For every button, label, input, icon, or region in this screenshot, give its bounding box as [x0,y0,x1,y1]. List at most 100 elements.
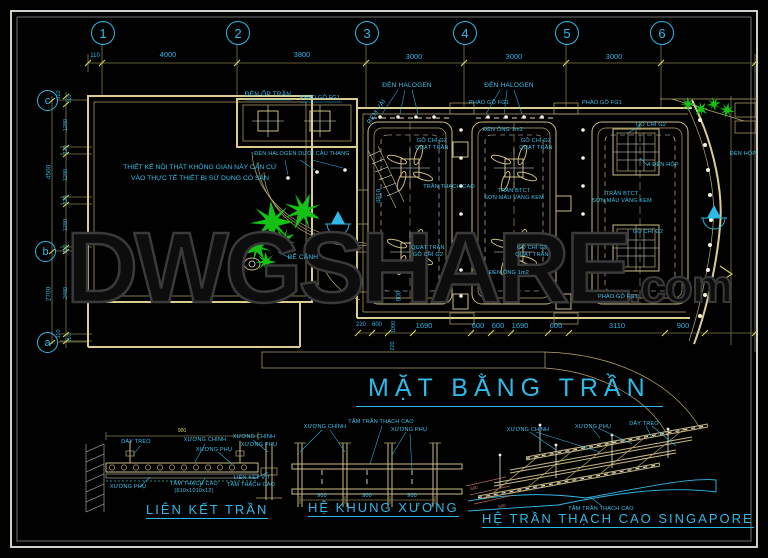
d1-day-treo: DÂY TREO [121,439,151,445]
ceiling-mounted-lights [252,105,336,137]
label-go-chi-g2: GỖ CHỈ G2 [632,229,664,235]
dim-bottom: 600 [549,321,563,330]
page-title: MẶT BẰNG TRẦN [356,374,663,407]
label-den-halogen: ĐÈN HALOGEN [484,82,534,89]
d1-xuong-phu: XƯƠNG PHỤ [195,447,233,453]
d3-day-treo: DÂY TREO [629,421,659,427]
dim-left: 110 [67,94,73,104]
halogen-lights [286,115,713,318]
d1-lien-ket-vit: LIÊN KẾT VÍT [233,475,271,481]
grid-bubble-a: a [37,332,58,353]
direction-arrow [325,211,351,236]
label-quat-tran: QUẠT TRẦN [515,252,549,258]
label-den-hop: ĐÈN HỘP [729,151,757,157]
ceiling-fan [489,143,539,193]
dim-inner: 4810 [375,188,383,204]
dim-inner: 220 [390,341,396,351]
detail2-title: HỆ KHUNG XƯƠNG [308,500,459,517]
grid-bubble-b: b [35,241,56,262]
sheet-frame [10,10,758,548]
detail-frame-system [291,425,463,507]
dim-bottom: 1690 [415,321,433,330]
label-go-chi-g2: GỖ CHỈ G2 [412,252,444,258]
grid-bubble-3: 3 [355,21,379,45]
d1-xuong-phu: XƯƠNG PHỤ [109,484,147,490]
dim-left: 1280 [63,118,69,132]
dim-bottom: 600 [471,321,485,330]
watermark-text: DWGSHARE [65,212,634,324]
walls [87,95,757,348]
d1-xuong-chinh: XƯƠNG CHÍNH [232,434,276,440]
d1-xuong-chinh: XƯƠNG CHÍNH [183,437,227,443]
grid-bubble-1: 1 [91,21,115,45]
label-den-ong: ĐÈN ỐNG 1m2 [482,127,524,133]
label-go-chi-g2: GỖ CHỈ G2 [635,122,667,128]
d1-dim: 900 [177,428,187,434]
room-note-line2: VÀO THỰC TẾ THIẾT BỊ SỬ DỤNG CÓ SẴN [130,174,270,182]
dim-bottom: 1690 [511,321,529,330]
label-leaders [245,89,649,259]
corridor [261,351,701,437]
dim-left: 220 [63,145,69,155]
label-go-chi-g2: GỖ CHỈ G2 [416,138,448,144]
label-phao-go-fg1: PHÀO GỖ FG1 [597,294,639,300]
d2-tam-tran: TẤM TRẦN THẠCH CAO [348,419,414,425]
grid-bubble-6: 6 [650,21,674,45]
label-phao-go-fg1: PHÀO GỖ FG1 [299,95,341,101]
d2-dim: 900 [407,493,417,499]
staircase [251,145,405,249]
label-4-den-hop: 4 ĐÈN HỘP [647,162,679,168]
label-go-chi-g2: GỖ CHỈ G2 [516,245,548,251]
grid-bubble-2: 2 [226,21,250,45]
label-phao-go-fg1: PHÀO GỖ FG1 [468,100,510,106]
dim-left: 1280 [63,168,69,182]
d1-tam-size: (610x1010x12) [174,488,214,494]
dim-top: 110 [90,53,100,59]
label-den-halogen: ĐÈN HALOGEN [382,82,432,89]
d2-dim: 900 [362,493,372,499]
d2-dim: 900 [317,493,327,499]
dim-bottom: 600 [371,322,383,328]
detail-singapore-ceiling [465,423,717,512]
d3-xuong-chinh: XƯƠNG CHÍNH [506,427,550,433]
label-go-chi-g2: GỖ CHỈ G2 [520,138,552,144]
plants [236,95,737,273]
dim-left-outer: 4500 [45,164,53,180]
dim-top: 3000 [405,52,423,61]
dim-left: 220 [63,195,69,205]
d3-xuong-phu: XƯƠNG PHỤ [574,424,612,430]
label-son-mau: SƠN MÀU VÀNG KEM [592,198,652,204]
dim-left: 110 [56,329,62,339]
direction-arrow [701,205,727,230]
label-tran-btct: TRẦN BTCT [497,188,531,194]
detail1-title: LIÊN KẾT TRẦN [146,502,269,519]
dim-left: 2480 [63,286,69,300]
dim-inner: 900 [395,290,403,302]
dim-left-outer: 2700 [45,286,53,302]
dim-top: 3000 [505,52,523,61]
room-note: THIẾT KẾ NỘI THẤT KHÔNG GIAN NÀY CĂN CỨ … [123,163,277,185]
room-note-line1: THIẾT KẾ NỘI THẤT KHÔNG GIAN NÀY CĂN CỨ [123,164,277,171]
grid-bubble-5: 5 [555,21,579,45]
d2-xuong-phu: XƯƠNG PHỤ [390,427,428,433]
detail-ceiling-connection [85,432,282,513]
dim-bottom: 3110 [608,321,626,330]
dim-bottom: 220 [355,322,367,328]
dim-bottom: 1090 [391,320,397,334]
watermark: DWGSHARE.com [65,217,734,320]
watermark-suffix: .com [627,260,733,312]
dim-bottom: 900 [676,321,690,330]
dim-top: 3800 [293,50,311,59]
label-phao-go-fg1: PHÀO GỖ FG1 [581,100,623,106]
label-quat-tran: QUẠT TRẦN [415,145,449,151]
label-tran-btct: TRẦN BTCT [605,191,639,197]
label-den-halogen-cau-thang: ĐÈN HALOGEN DƯỚI CẦU THANG [254,151,350,157]
label-quat-tran: QUẠT TRẦN [519,145,553,151]
d1-tam-thach-cao: TẤM THẠCH CAO [226,482,276,488]
dim-left: 110 [56,90,62,100]
d3-tam-tran: TẤM TRẦN THẠCH CAO [568,506,634,512]
dim-left: 1280 [63,218,69,232]
grid-bubble-4: 4 [453,21,477,45]
